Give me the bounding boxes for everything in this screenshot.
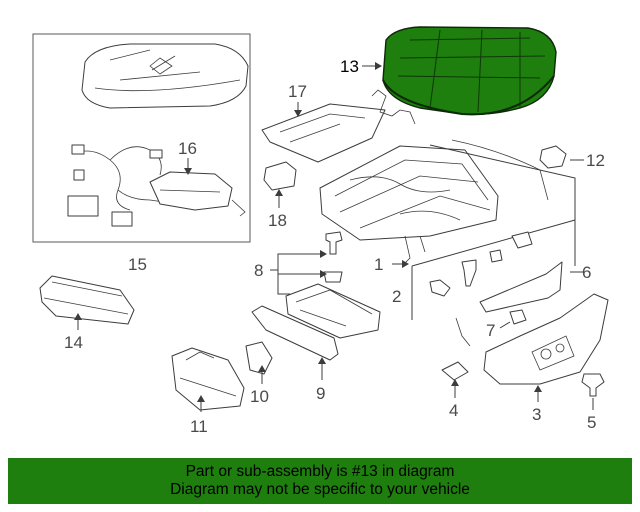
- seat-frame-illustration: [319, 145, 499, 265]
- highlight-info-banner: Part or sub-assembly is #13 in diagram D…: [8, 458, 632, 504]
- callout-16: 16: [178, 139, 197, 158]
- callout-13: 13: [340, 57, 359, 76]
- part-10-clip-illustration: [245, 341, 273, 375]
- callout-1: 1: [374, 255, 383, 274]
- banner-line-2: Diagram may not be specific to your vehi…: [170, 481, 470, 498]
- callout-3: 3: [532, 405, 541, 424]
- seat-parts-diagram: 1 2 3 4 5 6 7 8 9 10 11 12 13 14 15 16 1…: [32, 26, 609, 436]
- part-18-clip-illustration: [263, 161, 297, 191]
- callout-9: 9: [316, 384, 325, 403]
- callout-4: 4: [449, 401, 458, 420]
- callout-14: 14: [64, 333, 83, 352]
- callout-18: 18: [268, 211, 287, 230]
- callout-10: 10: [250, 387, 269, 406]
- callout-12: 12: [586, 151, 605, 170]
- part-9-track-illustration: [251, 283, 381, 361]
- callout-5: 5: [587, 413, 596, 432]
- callout-6: 6: [582, 263, 591, 282]
- part-13-seat-cushion-highlighted[interactable]: [382, 26, 557, 116]
- callout-8: 8: [254, 261, 263, 280]
- fasteners-illustration: [429, 231, 533, 297]
- part-12-rod-illustration: [451, 139, 549, 201]
- callout-2: 2: [392, 287, 401, 306]
- callout-17: 17: [288, 82, 307, 101]
- part-3-side-cover-illustration: [483, 293, 609, 385]
- callout-15: 15: [128, 255, 147, 274]
- part-7-screw-illustration: [509, 309, 527, 325]
- part-6-bracket-illustration: [455, 261, 563, 347]
- part-15-group-box: [32, 33, 251, 243]
- cushion-pad-illustration: [81, 43, 249, 109]
- part-2-frame-outline: [411, 144, 576, 320]
- banner-line-1: Part or sub-assembly is #13 in diagram: [185, 463, 455, 480]
- part-17-plate-illustration: [261, 89, 416, 163]
- callout-11: 11: [190, 417, 208, 436]
- part-14-pad-illustration: [39, 275, 135, 325]
- part-5-screw-illustration: [581, 373, 605, 397]
- callout-7: 7: [486, 321, 495, 340]
- wiring-harness-illustration: [67, 144, 201, 227]
- part-11-switch-housing-illustration: [171, 347, 245, 411]
- part-16-sensor-illustration: [149, 171, 246, 217]
- part-4-clip-illustration: [441, 361, 469, 381]
- part-12-knob-illustration: [539, 145, 567, 169]
- part-8-bolts-illustration: [323, 231, 343, 283]
